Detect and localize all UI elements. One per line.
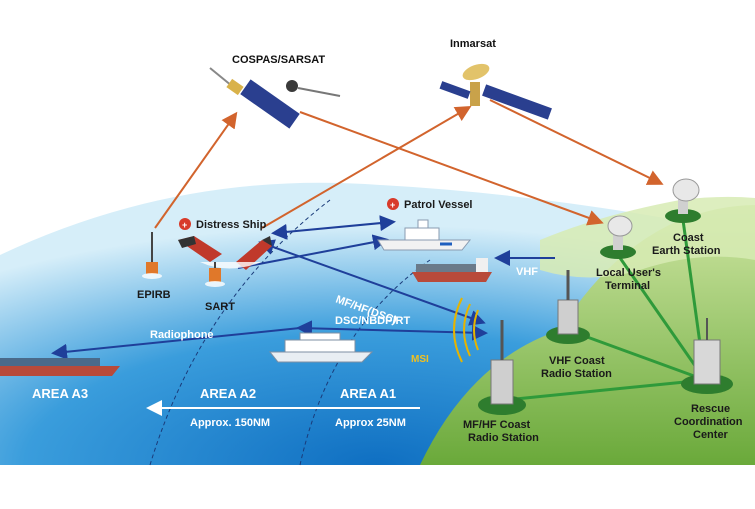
mfhf-coast-station-icon [478, 320, 526, 415]
coast-earth-station-icon [665, 178, 701, 223]
epirb-to-cospas-link [154, 111, 238, 229]
sart-label: SART [205, 301, 235, 313]
inmarsat-to-ces-link [489, 99, 664, 185]
epirb-label: EPIRB [137, 289, 171, 301]
vhf-label: VHF [516, 266, 538, 278]
rcc-label-1: Rescue [691, 403, 730, 415]
ces-label-1: Coast [673, 232, 704, 244]
vhf-coast-station-icon [546, 270, 590, 344]
radiophone-label: Radiophone [150, 329, 214, 341]
patrol-vessel-label: Patrol Vessel [404, 199, 473, 211]
lut-label-1: Local User's [596, 267, 661, 279]
svg-text:+: + [182, 220, 187, 230]
dsc-nbdp-rt-label: DSC/NBDP/RT [335, 315, 410, 327]
lut-label-2: Terminal [605, 280, 650, 292]
ship-to-inmarsat-link [261, 105, 472, 229]
cospas-satellite-icon [209, 67, 341, 129]
rcc-building-icon [681, 318, 733, 394]
mfhf-coast-label-1: MF/HF Coast [463, 419, 531, 431]
area-a3-label: AREA A3 [32, 386, 88, 401]
mfhf-coast-label-2: Radio Station [468, 432, 539, 444]
vhf-coast-label-1: VHF Coast [549, 355, 605, 367]
msi-label: MSI [411, 354, 429, 365]
lut-station-icon [600, 215, 636, 259]
cargo-ship-icon [412, 258, 492, 282]
distress-marker-icon [179, 218, 191, 230]
rcc-label-3: Center [693, 429, 729, 441]
rcc-label-2: Coordination [674, 416, 743, 428]
area-a2-label: AREA A2 [200, 386, 256, 401]
land-highland [540, 196, 755, 278]
msi-waves [453, 297, 479, 363]
area-a1-label: AREA A1 [340, 386, 396, 401]
inmarsat-satellite-icon [439, 63, 552, 120]
sart-icon [205, 262, 225, 287]
ces-label-2: Earth Station [652, 245, 721, 257]
distress-ship-label: Distress Ship [196, 219, 267, 231]
cospas-label: COSPAS/SARSAT [232, 54, 325, 66]
cospas-to-lut-link [299, 111, 604, 226]
patrol-vessel-icon [377, 219, 472, 251]
svg-text:+: + [390, 200, 395, 210]
area-a1-range-label: Approx 25NM [335, 417, 406, 429]
radiophone-link [51, 327, 301, 360]
inmarsat-label: Inmarsat [450, 38, 496, 50]
area-a2-range-label: Approx. 150NM [190, 417, 270, 429]
container-ship-icon [0, 358, 120, 376]
patrol-marker-icon [387, 198, 399, 210]
ship-to-patrol-link [271, 215, 396, 240]
cruise-ship-icon [268, 332, 374, 363]
sart-to-patrol-link [237, 234, 389, 269]
vhf-coast-label-2: Radio Station [541, 368, 612, 380]
epirb-icon [142, 232, 162, 279]
